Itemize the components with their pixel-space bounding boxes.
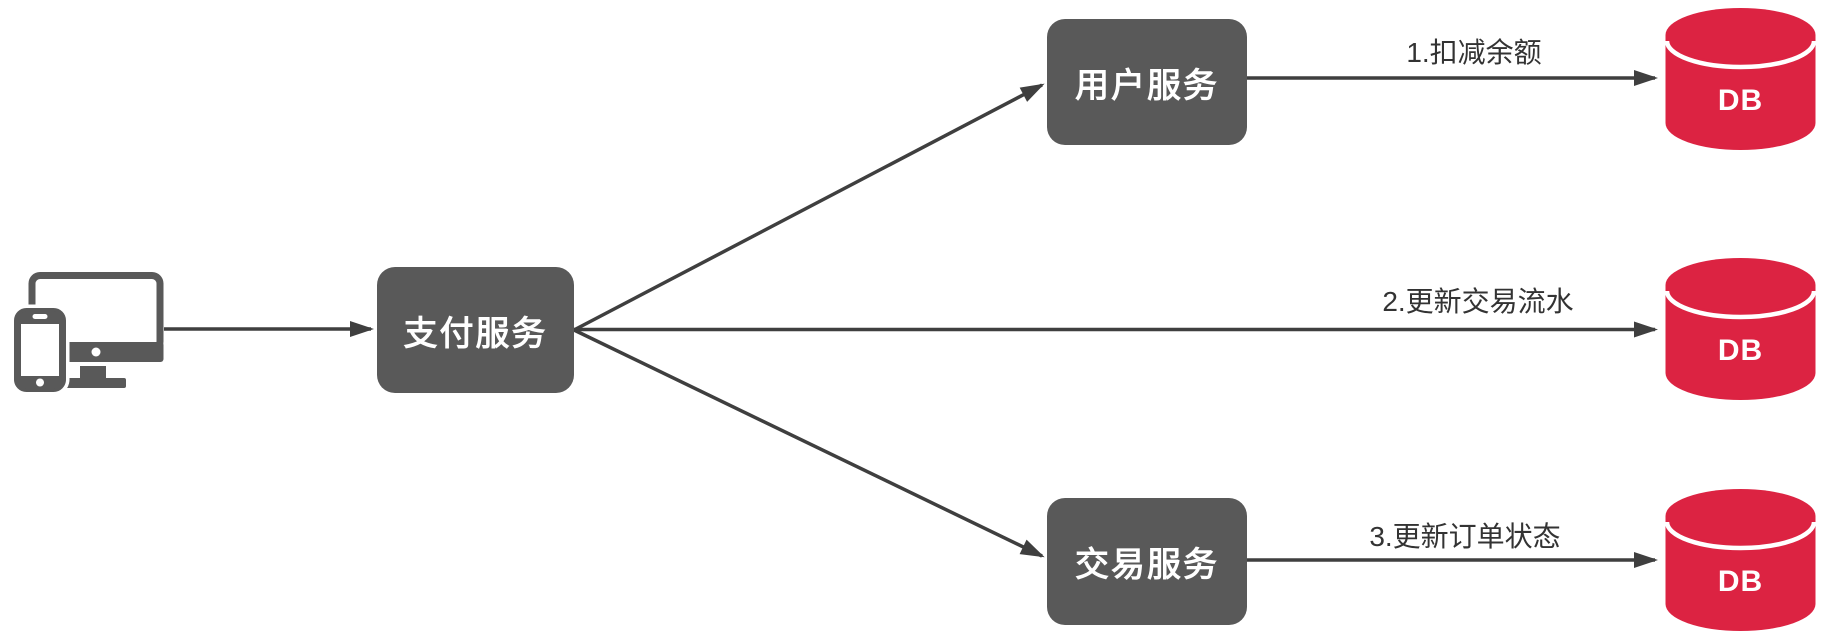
database-cylinder-icon: DB (1664, 489, 1817, 631)
edge-label-update-order-status: 3.更新订单状态 (1369, 521, 1561, 552)
node-trade-service: 交易服务 (1047, 498, 1247, 625)
edge-label-update-transaction-log: 2.更新交易流水 (1382, 286, 1574, 317)
node-user-service: 用户服务 (1047, 19, 1247, 145)
arrow-payment-service-to-user-service (573, 83, 1045, 332)
database-payment: DB (1663, 256, 1818, 402)
node-payment-service: 支付服务 (377, 267, 574, 393)
client-devices-icon (14, 272, 164, 396)
arrow-payment-service-to-trade-service (573, 328, 1045, 558)
user-service-label: 用户服务 (1075, 66, 1219, 105)
database-cylinder-icon: DB (1664, 8, 1817, 150)
smartphone-icon (14, 304, 70, 396)
db-label: DB (1718, 565, 1763, 598)
database-cylinder-icon: DB (1664, 258, 1817, 400)
edge-label-deduct-balance: 1.扣减余额 (1406, 37, 1542, 68)
db-label: DB (1718, 334, 1763, 367)
database-trade: DB (1663, 487, 1818, 633)
payment-service-label: 支付服务 (403, 314, 548, 353)
db-label: DB (1718, 84, 1763, 117)
database-user: DB (1663, 6, 1818, 152)
trade-service-label: 交易服务 (1075, 546, 1219, 584)
